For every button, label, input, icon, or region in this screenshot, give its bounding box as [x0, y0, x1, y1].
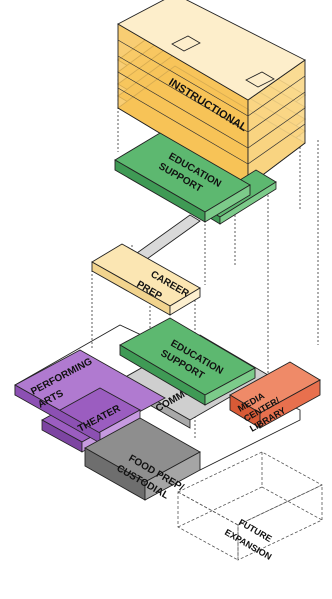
future-expansion-block	[177, 451, 323, 561]
instructional-block: INSTRUCTIONAL	[117, 0, 306, 187]
media-center-library-block: MEDIA CENTER/ LIBRARY	[229, 361, 321, 434]
education-support-upper-block: EDUCATION SUPPORT	[114, 132, 277, 225]
performing-arts-block: PERFORMING ARTS THEATER	[14, 349, 166, 453]
food-prep-custodial-block: FOOD PREP/ CUSTODIAL	[84, 417, 201, 502]
education-support-lower-block: EDUCATION SUPPORT	[119, 317, 256, 406]
